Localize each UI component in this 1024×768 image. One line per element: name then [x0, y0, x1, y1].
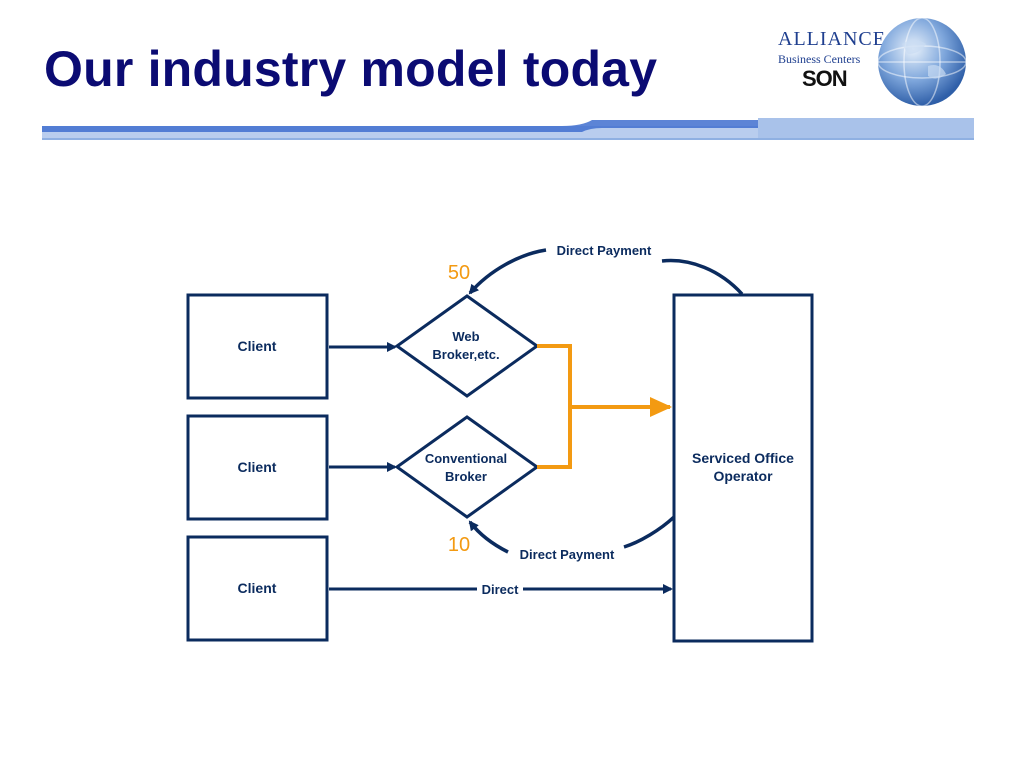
web-broker-diamond [394, 294, 540, 398]
bottom-payment-arc-right [623, 515, 676, 549]
logo-subtitle: Business Centers [778, 52, 861, 66]
web-broker-label-line1: Web [452, 329, 479, 344]
operator-label-line1: Serviced Office [692, 450, 794, 466]
logo-wordmark: ALLIANCE [778, 28, 886, 50]
conventional-broker-number: 10 [448, 534, 470, 556]
top-payment-label: Direct Payment [557, 243, 652, 258]
client-box-1 [186, 293, 329, 400]
son-badge-text: SON [802, 66, 848, 91]
web-broker-number: 50 [448, 262, 470, 284]
serviced-office-operator-box [672, 293, 814, 643]
alliance-logo: ALLIANCE Business Centers SON [772, 8, 992, 112]
page-title: Our industry model today [44, 41, 658, 97]
operator-label-line2: Operator [713, 468, 773, 484]
orange-broker-bracket [537, 344, 572, 469]
son-badge: SON [802, 66, 856, 96]
client-label-1: Client [238, 338, 277, 354]
header-band [42, 118, 974, 140]
top-payment-arc-arrow [468, 248, 547, 295]
globe-icon [877, 17, 967, 107]
conventional-broker-diamond [394, 415, 540, 519]
top-payment-arc-right [661, 258, 744, 296]
client-label-2: Client [238, 459, 277, 475]
conventional-broker-label-line1: Conventional [425, 451, 507, 466]
client-label-3: Client [238, 580, 277, 596]
web-broker-label-line2: Broker,etc. [432, 347, 499, 362]
bottom-payment-arc-arrow [468, 520, 509, 554]
client-box-3 [186, 535, 329, 642]
bottom-payment-label: Direct Payment [520, 547, 615, 562]
conventional-broker-label-line2: Broker [445, 469, 487, 484]
client-box-2 [186, 414, 329, 521]
direct-label: Direct [482, 582, 520, 597]
